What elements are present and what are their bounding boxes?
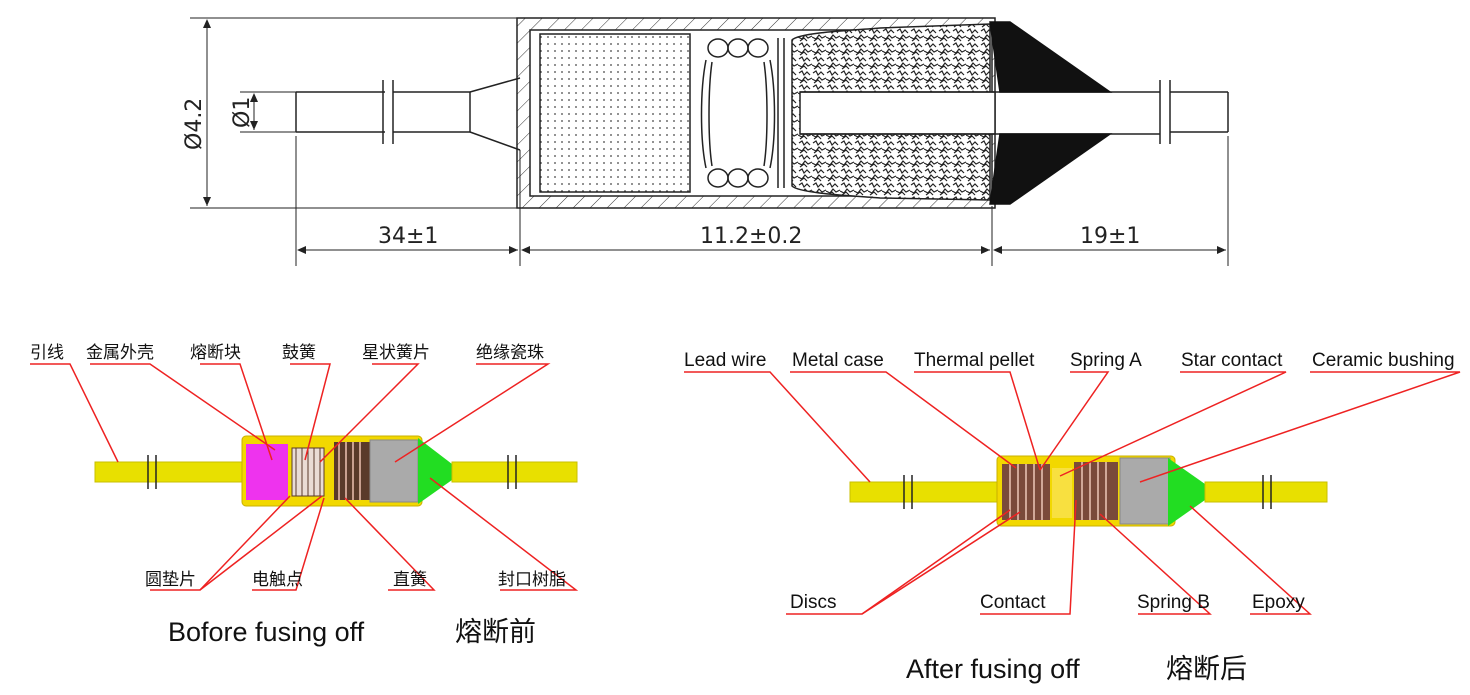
label-cn-ceramic: 绝缘瓷珠 (476, 343, 544, 363)
ceramic-bushing-before (369, 439, 419, 503)
epoxy-cone (989, 21, 1113, 205)
straight-spring-before (334, 442, 370, 500)
right-lead-length-label: 19±1 (1080, 224, 1140, 249)
label-spring-a: Spring A (1070, 350, 1142, 371)
label-cn-star-contact: 星状簧片 (362, 343, 430, 363)
after-fusing-diagram (684, 371, 1461, 615)
label-cn-lead: 引线 (30, 343, 64, 363)
label-spring-b: Spring B (1137, 592, 1210, 613)
left-lead-length-label: 34±1 (378, 224, 438, 249)
discs-after (1002, 464, 1050, 520)
label-cn-discs: 圆垫片 (145, 570, 196, 590)
epoxy-before (418, 438, 452, 504)
before-fusing-diagram (30, 363, 579, 591)
label-discs: Discs (790, 592, 836, 613)
body-length-label: 11.2±0.2 (700, 224, 802, 249)
spring-b-after (1074, 462, 1118, 520)
label-ceramic-bushing: Ceramic bushing (1312, 350, 1455, 371)
label-epoxy: Epoxy (1252, 592, 1305, 613)
drum-spring-before (291, 447, 325, 497)
outer-diameter-label: Ø4.2 (182, 98, 207, 150)
ceramic-bushing-after (1119, 457, 1171, 525)
caption-before-cn: 熔断前 (455, 617, 536, 648)
caption-after-en: After fusing off (906, 654, 1080, 684)
label-cn-contact: 电触点 (252, 570, 303, 590)
metal-case-section (516, 17, 1160, 209)
caption-after-cn: 熔断后 (1166, 654, 1247, 685)
label-cn-pellet: 熔断块 (190, 343, 241, 363)
left-lead-wire (295, 77, 521, 151)
label-lead-wire: Lead wire (684, 350, 766, 371)
label-contact: Contact (980, 592, 1046, 613)
technical-drawing (190, 17, 1229, 266)
label-cn-metal-case: 金属外壳 (86, 343, 154, 363)
right-lead-wire (1159, 80, 1229, 144)
label-cn-straight-spring: 直簧 (393, 570, 427, 590)
epoxy-after (1168, 458, 1205, 526)
label-metal-case: Metal case (792, 350, 884, 371)
lead-diameter-label: Ø1 (230, 97, 255, 128)
label-cn-drum-spring: 鼓簧 (282, 343, 316, 363)
caption-before-en: Bofore fusing off (168, 617, 365, 647)
spring-coils (700, 38, 776, 188)
thermal-pellet-magenta (246, 444, 288, 500)
label-thermal-pellet: Thermal pellet (914, 350, 1035, 371)
label-cn-epoxy: 封口树脂 (498, 570, 566, 590)
label-star-contact: Star contact (1181, 350, 1283, 371)
